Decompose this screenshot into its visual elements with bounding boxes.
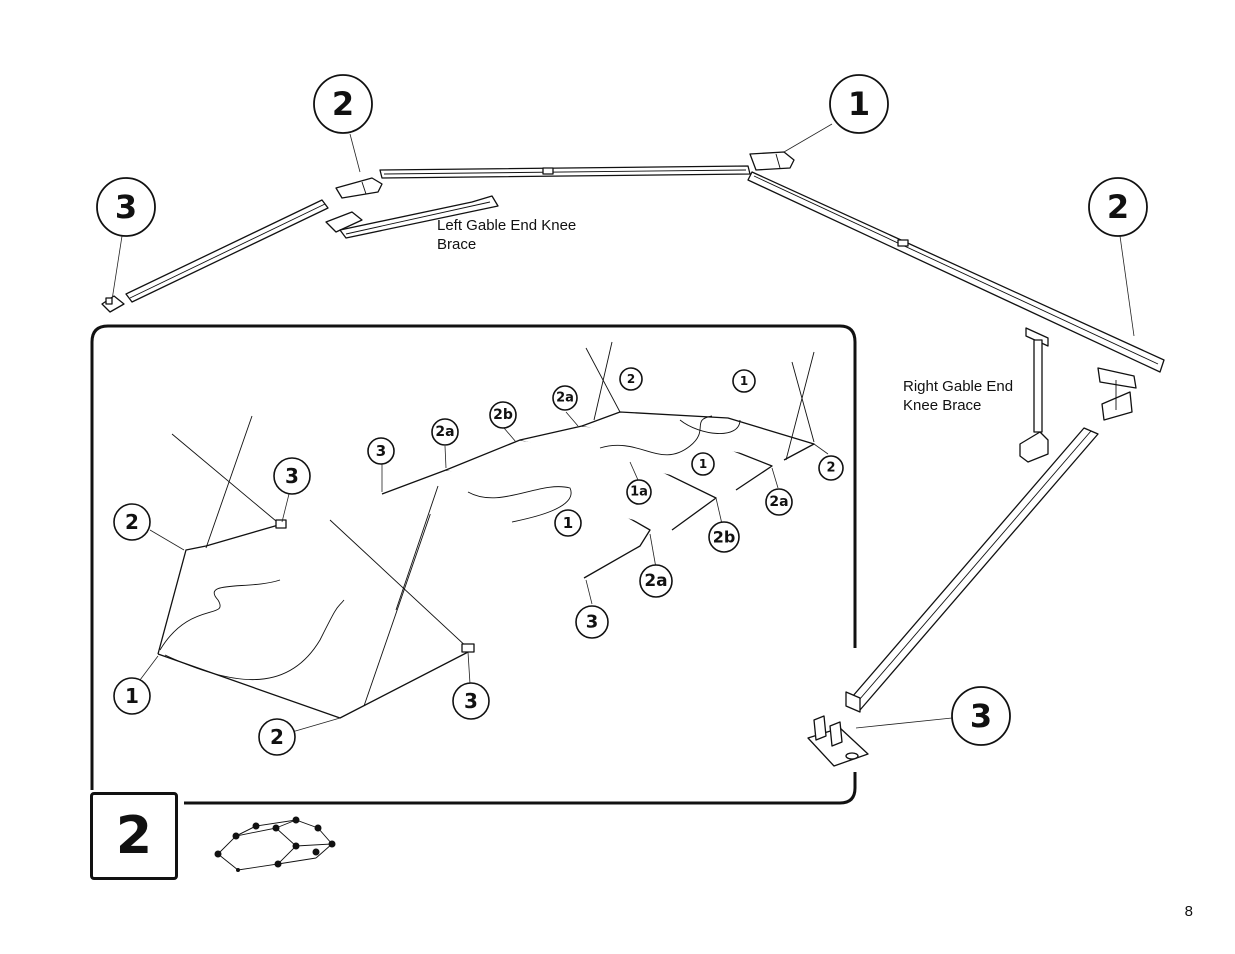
callout-inset-left-3: 3 [273, 457, 311, 495]
svg-text:1a: 1a [630, 485, 648, 500]
left-gable-knee-brace-label: Left Gable End Knee Brace [437, 217, 577, 253]
callout-row-2a-bottom: 2a [639, 564, 673, 598]
svg-text:1: 1 [699, 457, 707, 471]
leader-left-3 [111, 235, 123, 301]
left-gable-knee-brace [325, 195, 499, 239]
svg-text:3: 3 [376, 442, 386, 460]
svg-text:1: 1 [125, 684, 139, 708]
ridge-beam [379, 165, 751, 179]
leader-row-2-right [813, 443, 829, 455]
ridge-connector-left [335, 177, 383, 199]
leader-top-left-2 [349, 133, 361, 173]
leader-inset-bottom-3 [467, 651, 471, 685]
callout-inset-bottom-3: 3 [452, 682, 490, 720]
callout-inset-bottom-2: 2 [258, 718, 296, 756]
callout-right-2: 2 [1088, 177, 1148, 237]
inset-frame [90, 324, 857, 805]
right-base-plate [807, 715, 869, 767]
svg-text:2a: 2a [556, 391, 574, 406]
leader-inset-left-1 [139, 655, 159, 681]
callout-row-3-left: 3 [367, 437, 395, 465]
callout-inset-left-1: 1 [113, 677, 151, 715]
svg-text:2a: 2a [644, 571, 667, 591]
leader-row-2b-right [715, 497, 723, 525]
svg-text:2: 2 [125, 510, 139, 534]
leader-inset-left-2 [149, 529, 185, 551]
page-number: 8 [1184, 903, 1193, 920]
svg-text:2: 2 [826, 461, 835, 476]
callout-row-2a-right: 2a [765, 488, 793, 516]
svg-text:2: 2 [627, 372, 635, 386]
svg-text:1: 1 [563, 514, 573, 532]
callout-row-2-right: 2 [818, 455, 844, 481]
leader-row-1a [629, 461, 639, 481]
svg-text:1: 1 [848, 85, 870, 123]
right-gable-knee-brace [1019, 327, 1049, 463]
callout-row-2b-right: 2b [708, 521, 740, 553]
leader-bottom-right-3 [855, 717, 953, 729]
callout-top-right-1: 1 [829, 74, 889, 134]
svg-text:2a: 2a [435, 424, 454, 440]
left-base-plate [101, 295, 125, 313]
leader-row-2a-right [771, 467, 779, 489]
svg-text:2: 2 [332, 85, 354, 123]
callout-row-2a-2: 2a [552, 385, 578, 411]
right-ridge-bracket [1097, 367, 1137, 421]
leader-row-3-bottom [585, 579, 593, 605]
svg-text:2b: 2b [493, 407, 513, 423]
right-leg [845, 427, 1099, 713]
callout-top-left-2: 2 [313, 74, 373, 134]
leader-top-right-1 [783, 123, 833, 153]
step-number: 2 [115, 806, 153, 866]
leader-row-2b-1 [503, 427, 517, 443]
callout-row-2b-1: 2b [489, 401, 517, 429]
svg-text:3: 3 [285, 464, 299, 488]
leader-row-2a-bottom [649, 533, 657, 569]
svg-text:2: 2 [270, 725, 284, 749]
step-number-box: 2 [90, 792, 178, 880]
leader-inset-bottom-2 [291, 717, 341, 733]
ridge-connector-right [749, 151, 795, 171]
leader-row-2a-1 [444, 445, 447, 469]
right-rafter [747, 171, 1165, 373]
callout-row-2-top: 2 [619, 367, 643, 391]
svg-text:3: 3 [464, 689, 478, 713]
callout-row-1a: 1a [626, 479, 652, 505]
svg-text:2: 2 [1107, 188, 1129, 226]
svg-text:3: 3 [115, 188, 137, 226]
callout-row-3-bottom: 3 [575, 605, 609, 639]
callout-bottom-right-3: 3 [951, 686, 1011, 746]
tent-frame-icon [214, 816, 336, 872]
callout-row-2a-1: 2a [431, 418, 459, 446]
leader-row-2a-2 [565, 411, 579, 427]
leader-right-2 [1119, 235, 1135, 337]
svg-text:3: 3 [586, 612, 599, 633]
svg-text:1: 1 [740, 374, 748, 388]
callout-inset-left-2: 2 [113, 503, 151, 541]
inset-end-gable-frame [157, 415, 475, 719]
svg-text:3: 3 [970, 697, 992, 735]
callout-row-1-mid: 1 [691, 452, 715, 476]
left-rafter [125, 199, 329, 303]
svg-text:2a: 2a [769, 494, 788, 510]
svg-text:2b: 2b [713, 528, 736, 547]
right-gable-knee-brace-label: Right Gable End Knee Brace [903, 378, 1014, 414]
callout-row-1-top: 1 [732, 369, 756, 393]
callout-left-3: 3 [96, 177, 156, 237]
leader-inset-left-3 [281, 489, 291, 523]
callout-row-1-low: 1 [554, 509, 582, 537]
